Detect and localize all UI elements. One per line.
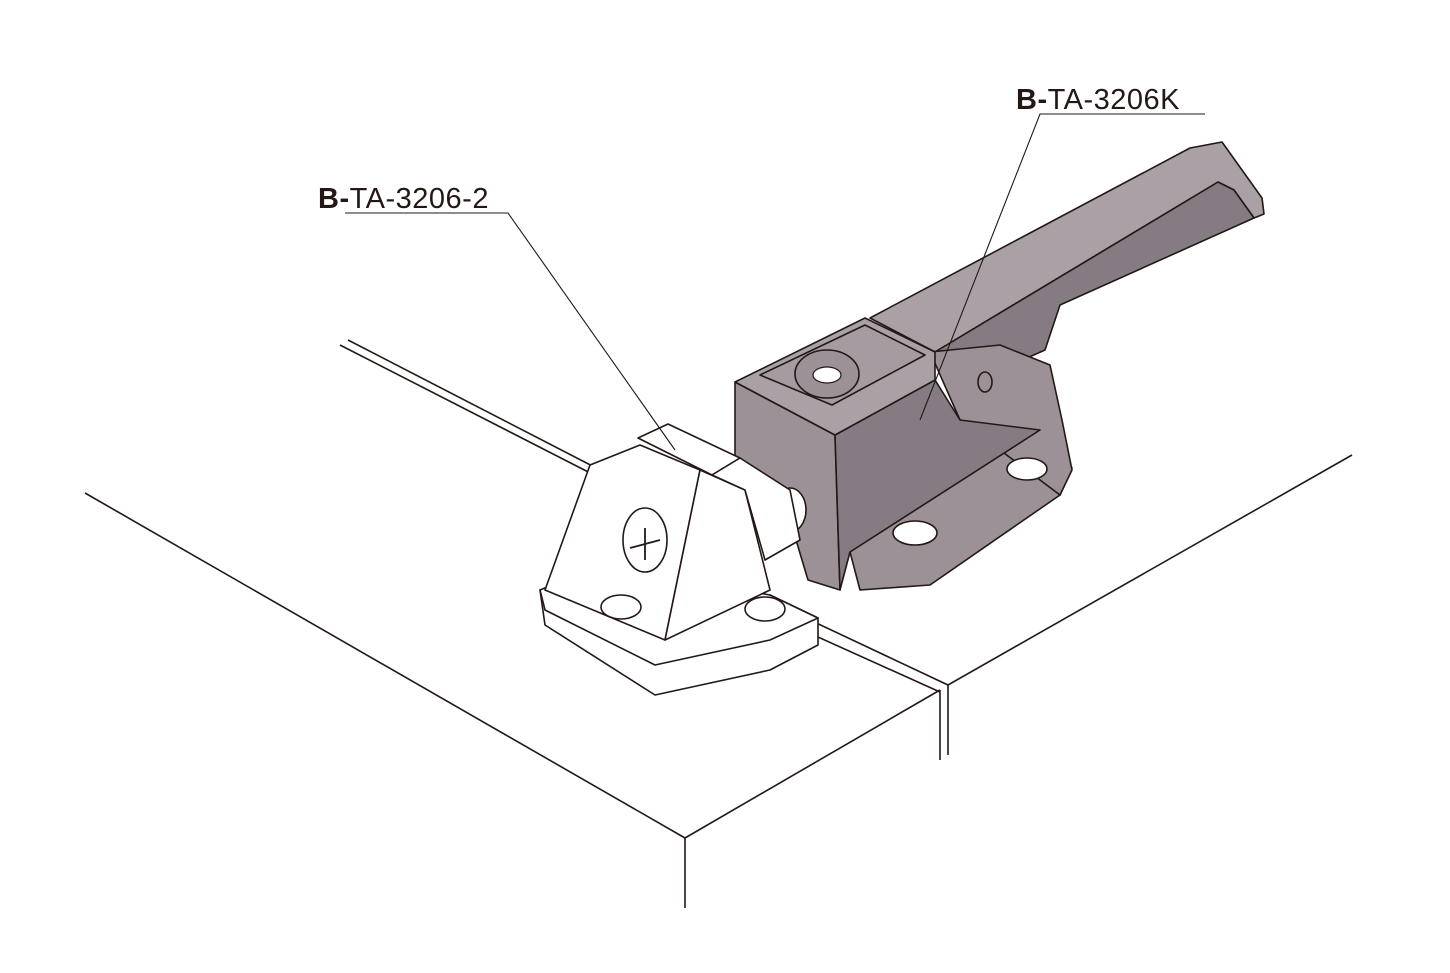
keeper-label-code: TA-3206-2 — [349, 183, 489, 215]
keeper-part-label: B-TA-3206-2 — [318, 185, 489, 214]
keeper-label-prefix: B- — [318, 183, 350, 215]
lock-keyhole-icon — [812, 366, 842, 384]
panel-seam-front — [339, 344, 601, 479]
leader-keeper — [345, 212, 676, 451]
leader-latch — [919, 113, 1205, 421]
latch-body — [734, 141, 1265, 591]
cabinet-panels — [84, 339, 1353, 908]
latch-label-code: TA-3206K — [1047, 84, 1181, 116]
keeper-roller — [711, 457, 801, 561]
keeper-mount-hole-right — [744, 596, 786, 622]
latch-pivot-hole — [977, 371, 993, 393]
latch-part-label: B-TA-3206K — [1016, 86, 1180, 115]
keeper-body — [539, 423, 819, 696]
panel-seam-back — [347, 339, 605, 473]
keeper-mount-hole-left — [600, 594, 642, 620]
panel-seam-continue-2 — [797, 627, 941, 693]
latch-mount-hole-front — [892, 520, 938, 546]
latch-handle-arm — [869, 141, 1265, 353]
latch-label-prefix: B- — [1016, 84, 1048, 116]
panel-seam-continue — [809, 619, 949, 686]
right-panel-outline — [947, 454, 1353, 686]
leader-lines — [345, 113, 1205, 451]
latch-mount-hole-back — [1006, 457, 1048, 481]
keeper-screw-cross-icon — [629, 528, 661, 560]
